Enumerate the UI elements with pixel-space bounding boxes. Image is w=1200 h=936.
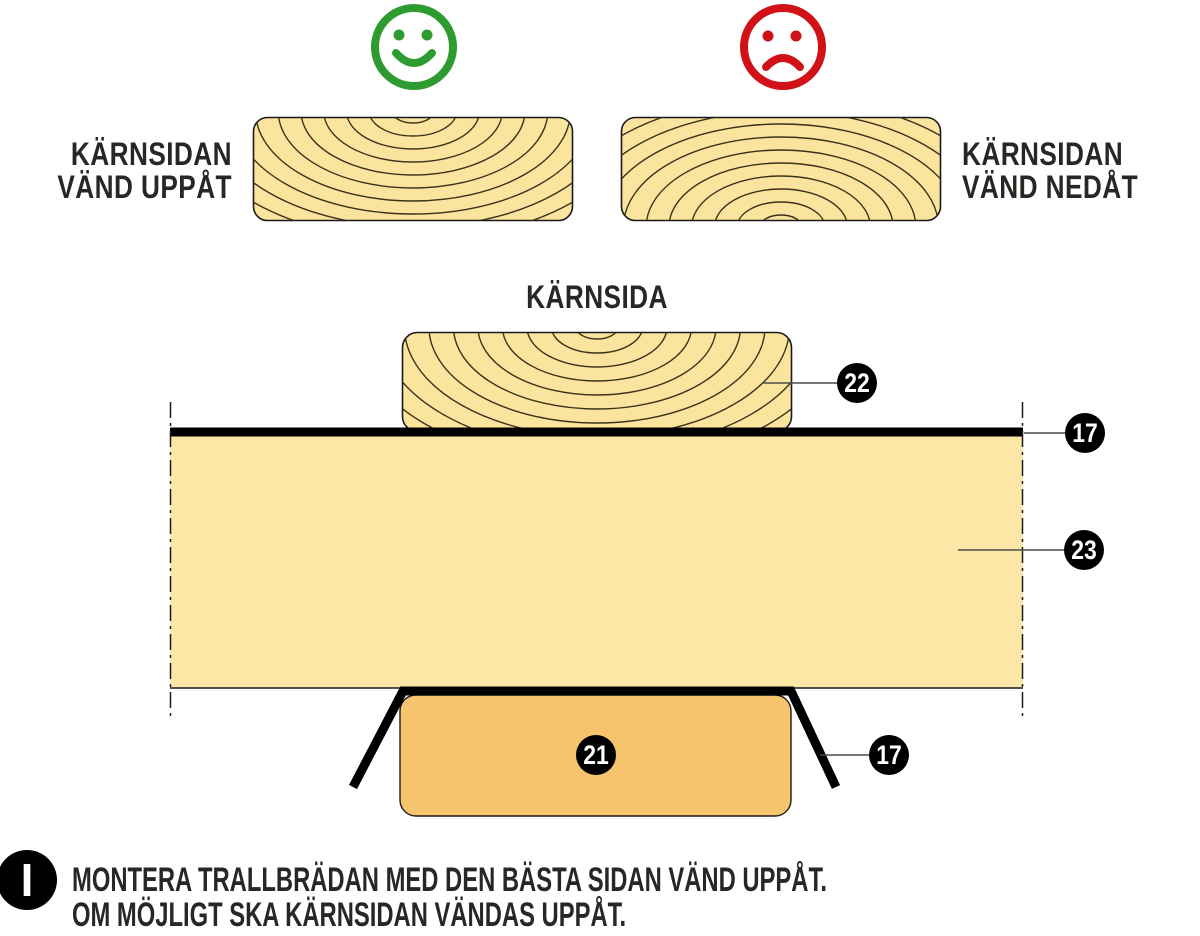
sad-face-outline <box>740 4 826 90</box>
callout-17-bottom-number: 17 <box>876 740 902 770</box>
deck-board-bad-body <box>620 116 942 222</box>
info-note: I MONTERA TRALLBRÄDAN MED DEN BÄSTA SIDA… <box>0 850 827 934</box>
sad-face-right-eye <box>790 30 802 42</box>
callout-23-number: 23 <box>1071 535 1097 565</box>
growth-ring <box>368 118 458 137</box>
callout-joist: 23 <box>958 530 1104 570</box>
label-bad-line1: KÄRNSIDAN <box>962 137 1123 173</box>
growth-ring <box>477 333 717 396</box>
growth-ring <box>391 118 435 124</box>
growth-ring <box>277 118 549 189</box>
callout-21-number: 21 <box>583 740 609 770</box>
growth-ring <box>254 118 572 202</box>
sad-face-icon <box>740 4 826 90</box>
growth-ring <box>323 118 504 163</box>
note-line-2: OM MÖJLIGT SKA KÄRNSIDAN VÄNDAS UPPÅT. <box>72 896 626 934</box>
happy-face-icon <box>371 4 457 90</box>
label-good-line1: KÄRNSIDAN <box>71 137 232 173</box>
callout-21-circle <box>576 735 616 775</box>
info-icon <box>0 850 57 910</box>
growth-ring <box>736 201 826 220</box>
growth-ring <box>452 333 742 410</box>
happy-face-left-eye <box>393 29 405 41</box>
growth-ring <box>713 188 849 220</box>
deck-board-bad <box>620 116 942 222</box>
growth-rings-middle <box>403 333 791 431</box>
callout-membrane-top: 17 <box>1024 413 1105 453</box>
deck-board-heartwood-body <box>401 331 793 433</box>
growth-ring <box>759 214 803 220</box>
label-good-line2: VÄND UPPÅT <box>57 170 232 206</box>
growth-ring <box>300 118 526 176</box>
growth-ring <box>668 162 894 220</box>
callout-deck-board: 22 <box>762 363 877 403</box>
growth-ring <box>645 149 917 220</box>
growth-rings-down <box>622 118 940 220</box>
sad-face-left-eye <box>762 30 774 42</box>
happy-face-right-eye <box>421 29 433 41</box>
growth-ring <box>501 333 693 382</box>
sad-face-frown <box>762 54 804 71</box>
callout-17-bottom-circle <box>869 735 909 775</box>
callout-23-circle <box>1064 530 1104 570</box>
callout-22-circle <box>837 363 877 403</box>
growth-rings-up <box>254 118 572 220</box>
deck-board-good <box>252 116 574 222</box>
label-bad-line2: VÄND NEDÅT <box>962 170 1138 206</box>
joist-body <box>170 436 1023 688</box>
growth-ring <box>575 333 619 340</box>
heartwood-label: KÄRNSIDA <box>526 280 668 316</box>
callout-22-number: 22 <box>844 368 870 398</box>
growth-ring <box>550 333 644 354</box>
happy-face-smile <box>392 49 436 67</box>
callout-17-top-number: 17 <box>1072 418 1098 448</box>
deck-board-good-body <box>252 116 574 222</box>
growth-ring <box>622 136 940 220</box>
membrane-bottom-line <box>349 686 841 790</box>
note-line-1: MONTERA TRALLBRÄDAN MED DEN BÄSTA SIDAN … <box>72 861 827 899</box>
growth-ring <box>254 118 572 215</box>
callout-membrane-bottom: 17 <box>820 735 909 775</box>
growth-ring <box>428 333 766 424</box>
info-icon-letter: I <box>21 854 34 906</box>
growth-ring <box>526 333 668 368</box>
growth-ring <box>691 175 872 220</box>
growth-ring <box>345 118 481 150</box>
callout-bearer: 21 <box>576 735 616 775</box>
callout-17-top-circle <box>1065 413 1105 453</box>
happy-face-outline <box>371 4 457 90</box>
growth-ring <box>622 123 940 220</box>
